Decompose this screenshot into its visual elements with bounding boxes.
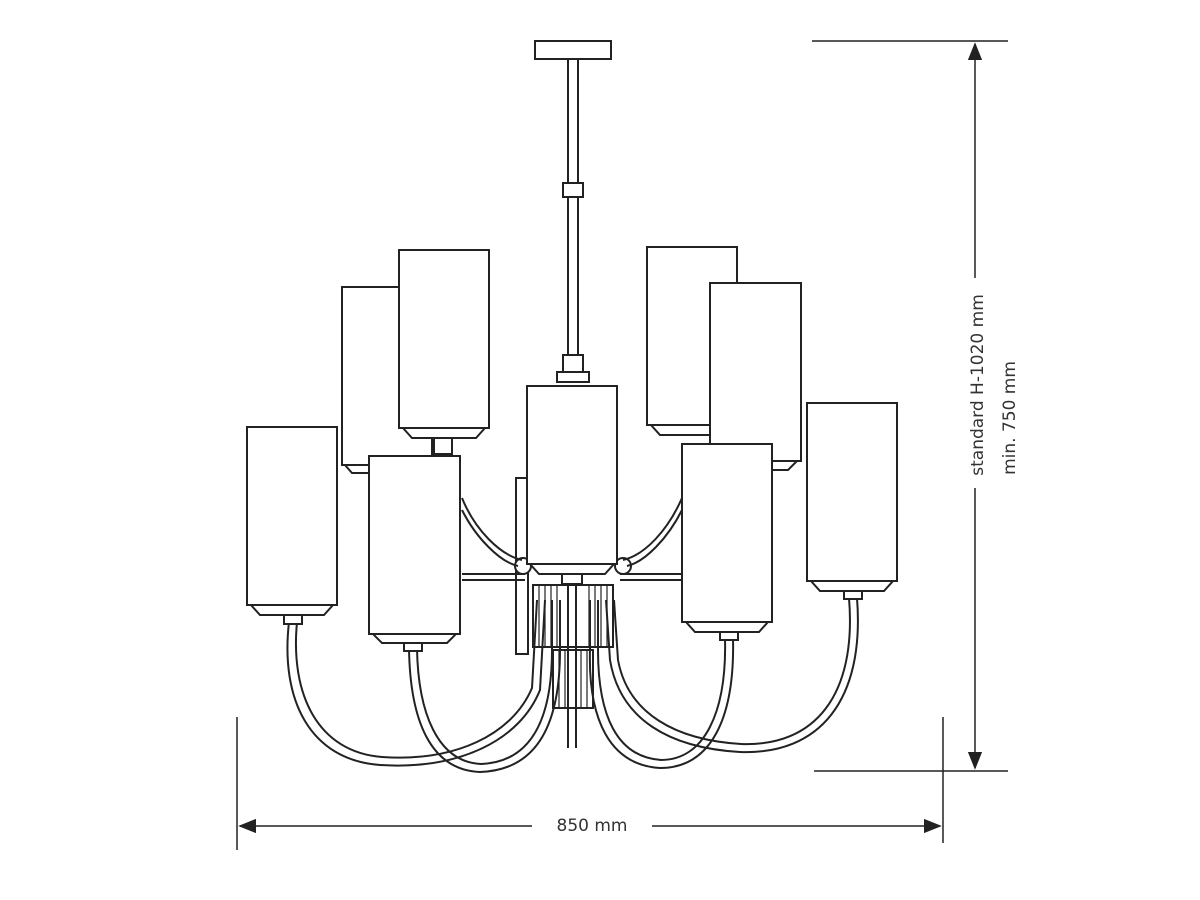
- width-label: 850 mm: [557, 816, 628, 836]
- lamp-shade: [806, 402, 898, 600]
- lamp-shade: [368, 455, 461, 652]
- ceiling-canopy: [534, 40, 612, 60]
- curved-arms: [286, 497, 859, 774]
- height-dimension: standard H-1020 mm min. 750 mm: [812, 40, 1020, 772]
- width-dimension: 850 mm: [236, 717, 944, 850]
- height-min-label: min. 750 mm: [1000, 361, 1020, 475]
- lamp-shade: [709, 282, 802, 471]
- height-standard-label: standard H-1020 mm: [968, 294, 988, 476]
- lamp-shade: [398, 249, 490, 455]
- lamp-shade-center: [526, 385, 618, 585]
- central-hub: [462, 477, 682, 748]
- lamp-shade: [246, 426, 338, 625]
- lamp-shade: [681, 443, 773, 641]
- suspension-rod: [556, 59, 590, 383]
